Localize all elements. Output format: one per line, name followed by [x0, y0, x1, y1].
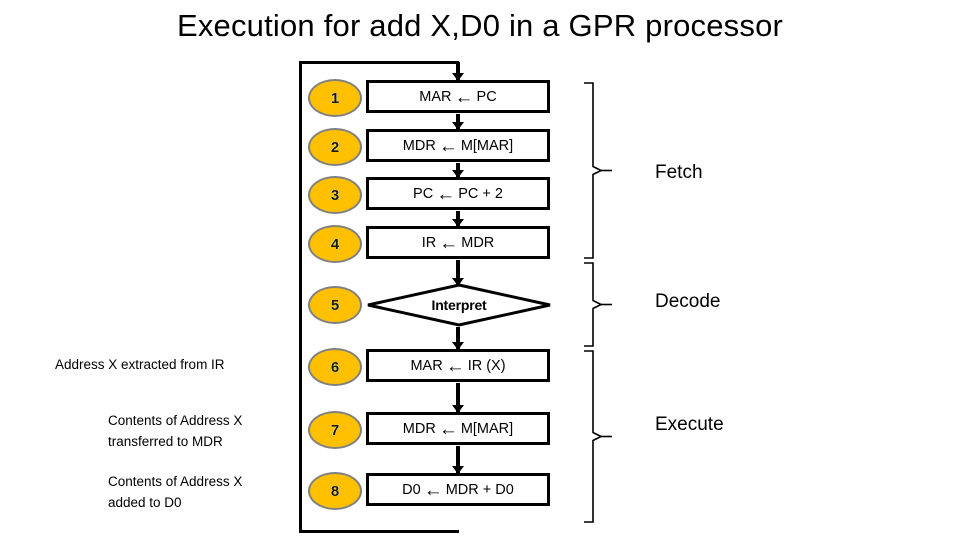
connector-step-1-to-2 — [452, 114, 464, 130]
assignment-arrow-icon: ← — [438, 419, 458, 440]
flow-loop-back-path — [299, 61, 459, 533]
assignment-arrow-icon: ← — [454, 87, 474, 108]
assignment-arrow-icon: ← — [423, 480, 443, 501]
step-number-badge: 6 — [308, 348, 362, 386]
operation-destination: MDR — [402, 420, 436, 437]
operation-box: PC←PC + 2 — [366, 177, 550, 210]
annotation-line: added to D0 — [108, 494, 182, 510]
operation-destination: MAR — [410, 357, 443, 374]
operation-destination: PC — [413, 185, 434, 202]
operation-box: MDR←M[MAR] — [366, 412, 550, 445]
operation-destination: MDR — [402, 137, 436, 154]
operation-box: MAR←IR (X) — [366, 349, 550, 382]
connector-entry-arrow — [452, 62, 464, 81]
assignment-arrow-icon: ← — [438, 136, 458, 157]
operation-source: M[MAR] — [460, 137, 514, 154]
annotation-line: Address X extracted from IR — [55, 357, 225, 372]
step-number-badge: 7 — [308, 411, 362, 449]
operation-destination: MAR — [419, 88, 452, 105]
phase-brace — [583, 82, 613, 259]
decision-label: Interpret — [431, 297, 487, 313]
page-title: Execution for add X,D0 in a GPR processo… — [176, 8, 784, 43]
phase-brace — [583, 350, 613, 523]
operation-source: M[MAR] — [460, 420, 514, 437]
connector-step-4-to-5 — [452, 260, 464, 286]
annotation-line: transferred to MDR — [108, 433, 223, 449]
operation-destination: IR — [421, 234, 437, 251]
annotation-line: Contents of Address X — [108, 474, 243, 489]
step-number-badge: 5 — [308, 286, 362, 324]
connector-step-5-to-6 — [452, 327, 464, 350]
assignment-arrow-icon: ← — [445, 356, 465, 377]
phase-brace — [583, 262, 613, 347]
connector-step-7-to-8 — [452, 446, 464, 474]
annotation-line: Contents of Address X — [108, 413, 243, 428]
operation-source: MDR + D0 — [445, 481, 514, 498]
annotation-note: Address X extracted from IR — [55, 355, 225, 376]
phase-label-decode: Decode — [655, 291, 721, 312]
flow-step-5: 5 Interpret — [308, 283, 558, 327]
connector-step-6-to-7 — [452, 383, 464, 413]
operation-box: MAR←PC — [366, 80, 550, 113]
operation-box: IR←MDR — [366, 226, 550, 259]
step-number-badge: 2 — [308, 128, 362, 166]
step-number-badge: 1 — [308, 79, 362, 117]
phase-label-execute: Execute — [655, 414, 724, 435]
operation-source: IR (X) — [467, 357, 506, 374]
operation-source: MDR — [461, 234, 495, 251]
connector-step-3-to-4 — [452, 211, 464, 227]
connector-step-2-to-3 — [452, 163, 464, 178]
assignment-arrow-icon: ← — [439, 233, 459, 254]
phase-label-fetch: Fetch — [655, 162, 703, 183]
operation-source: PC — [476, 88, 497, 105]
operation-box: MDR←M[MAR] — [366, 129, 550, 162]
operation-destination: D0 — [402, 481, 421, 498]
step-number-badge: 3 — [308, 176, 362, 214]
annotation-note: Contents of Address X added to D0 — [108, 472, 242, 514]
annotation-note: Contents of Address X transferred to MDR — [108, 411, 242, 453]
step-number-badge: 8 — [308, 472, 362, 510]
operation-source: PC + 2 — [458, 185, 503, 202]
step-number-badge: 4 — [308, 225, 362, 263]
assignment-arrow-icon: ← — [436, 184, 456, 205]
operation-box: D0←MDR + D0 — [366, 473, 550, 506]
decision-diamond: Interpret — [366, 283, 552, 327]
